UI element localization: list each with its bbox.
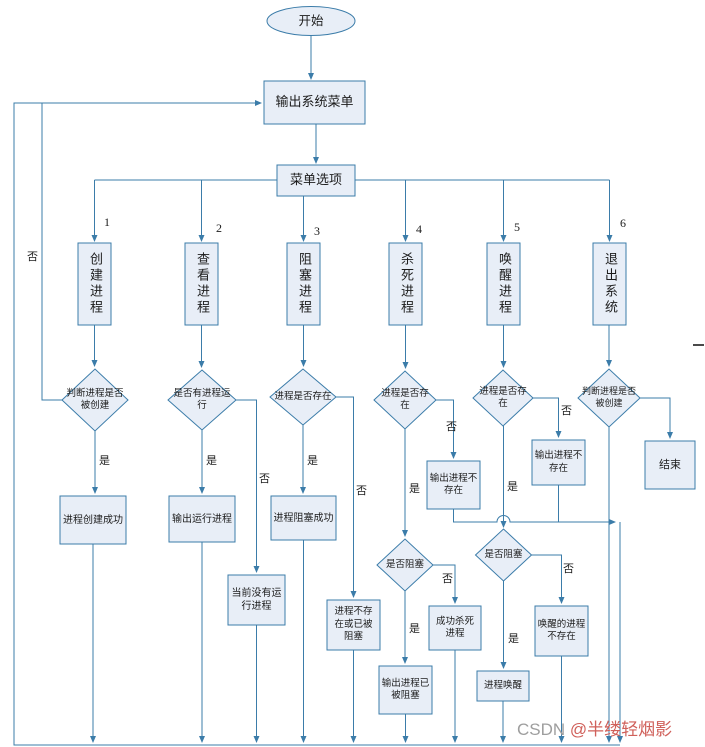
watermark-prefix: CSDN — [517, 720, 570, 739]
branch-number-1: 1 — [104, 215, 110, 229]
edge-label-no: 否 — [563, 563, 574, 575]
edge-label-yes: 是 — [409, 623, 420, 635]
not-exist-or-blocked-box — [326, 599, 381, 651]
end-box — [644, 440, 696, 490]
decision-exists4-diamond — [373, 370, 437, 430]
output-running-box — [168, 495, 236, 543]
block-process-box — [286, 242, 321, 326]
edge-d4-no — [436, 399, 457, 459]
decision-blocked5-label: 是否阻塞 — [484, 549, 523, 560]
decision-created1-label: 判断进程是否被创建 — [66, 388, 124, 411]
start-label: 开始 — [298, 14, 324, 29]
edge-label-no: 否 — [442, 573, 453, 585]
watermark-handle: @半缕轻烟影 — [569, 720, 673, 739]
decision-exists4-label: 进程是否存在 — [381, 388, 429, 411]
kill-success-box — [428, 605, 482, 651]
edge-d5b-no — [531, 554, 565, 604]
edge-label-no: 否 — [446, 421, 457, 433]
create-success-box — [59, 495, 127, 545]
edge-d1-no-loop — [41, 103, 62, 401]
process-wake-label: 进程唤醒 — [483, 680, 522, 691]
create-success-label: 进程创建成功 — [63, 514, 123, 526]
edge-d3-no — [336, 396, 357, 598]
edge-label-no: 否 — [259, 473, 270, 485]
edge-bottom-loop-to-menu — [13, 100, 620, 746]
end-label: 结束 — [659, 458, 681, 471]
edge-label-yes: 是 — [508, 633, 519, 645]
decision-exists5-label: 进程是否存在 — [479, 386, 527, 409]
decision-running-label: 是否有进程运行 — [173, 388, 231, 411]
decision-running-diamond — [167, 369, 237, 431]
edge-label-yes: 是 — [409, 483, 420, 495]
edge-d6-to-end — [640, 397, 673, 439]
create-process-label: 创建进程 — [87, 252, 103, 316]
branch-number-3: 3 — [314, 224, 320, 238]
output-not-exist5-label: 输出进程不存在 — [534, 451, 583, 474]
edge-not-exist4-merge — [453, 509, 616, 525]
branch-number-6: 6 — [620, 216, 626, 230]
menu-option-label: 菜单选项 — [289, 172, 342, 188]
exit-system-box — [592, 242, 627, 326]
block-process-label: 阻塞进程 — [296, 252, 312, 316]
output-not-exist5-box — [531, 439, 586, 486]
decision-blocked5-diamond — [474, 528, 533, 582]
menu-option-box — [276, 164, 356, 197]
not-exist-or-blocked-label: 进程不存在或已被阻塞 — [334, 607, 373, 643]
create-process-box — [77, 242, 112, 326]
output-running-label: 输出运行进程 — [172, 513, 232, 525]
edge-label-yes: 是 — [206, 455, 217, 467]
kill-process-label: 杀死进程 — [398, 252, 414, 316]
branch-number-5: 5 — [514, 220, 520, 234]
output-already-blocked-label: 输出进程已被阻塞 — [381, 678, 430, 701]
exit-system-label: 退出系统 — [602, 252, 618, 316]
no-running-box — [227, 574, 286, 626]
no-running-label: 当前没有运行进程 — [231, 588, 282, 612]
edge-d5-no — [533, 397, 562, 438]
block-success-label: 进程阻塞成功 — [273, 512, 334, 524]
decision-exists3-diamond — [269, 368, 337, 426]
branch-number-2: 2 — [216, 221, 222, 235]
decision-exists5-diamond — [472, 369, 534, 427]
output-not-exist4-box — [426, 460, 481, 510]
start-terminator — [266, 6, 356, 36]
edge-label-yes: 是 — [507, 481, 518, 493]
wake-process-label: 唤醒进程 — [496, 252, 512, 316]
decision-blocked4-label: 是否阻塞 — [385, 559, 424, 570]
edge-label-no: 否 — [561, 405, 572, 417]
output-not-exist4-label: 输出进程不存在 — [429, 473, 478, 496]
edge-d2-no — [236, 399, 260, 573]
watermark: CSDN @半缕轻烟影 — [517, 715, 672, 740]
process-wake-box — [476, 670, 530, 702]
wake-not-exist-label: 唤醒的进程不存在 — [537, 619, 586, 642]
view-process-label: 查看进程 — [194, 252, 210, 316]
view-process-box — [184, 242, 219, 326]
output-already-blocked-box — [378, 665, 433, 715]
edge-label-yes: 是 — [99, 455, 110, 467]
wake-process-box — [486, 242, 521, 326]
decision-created6-diamond — [577, 368, 641, 428]
edge-label-no: 否 — [27, 251, 38, 263]
kill-process-box — [388, 242, 423, 326]
branch-number-4: 4 — [416, 222, 422, 236]
decision-exists3-label: 进程是否存在 — [274, 391, 332, 402]
output-menu-box — [263, 80, 366, 125]
decision-blocked4-diamond — [376, 538, 434, 592]
wake-not-exist-box — [534, 605, 589, 657]
kill-success-label: 成功杀死进程 — [435, 616, 474, 639]
edge-label-yes: 是 — [307, 455, 318, 467]
decision-created6-label: 判断进程是否被创建 — [581, 386, 636, 408]
block-success-box — [270, 495, 337, 541]
decision-created1-diamond — [61, 368, 129, 432]
edge-label-no: 否 — [356, 485, 367, 497]
edge-d4b-no — [433, 564, 458, 604]
output-menu-label: 输出系统菜单 — [275, 94, 354, 110]
